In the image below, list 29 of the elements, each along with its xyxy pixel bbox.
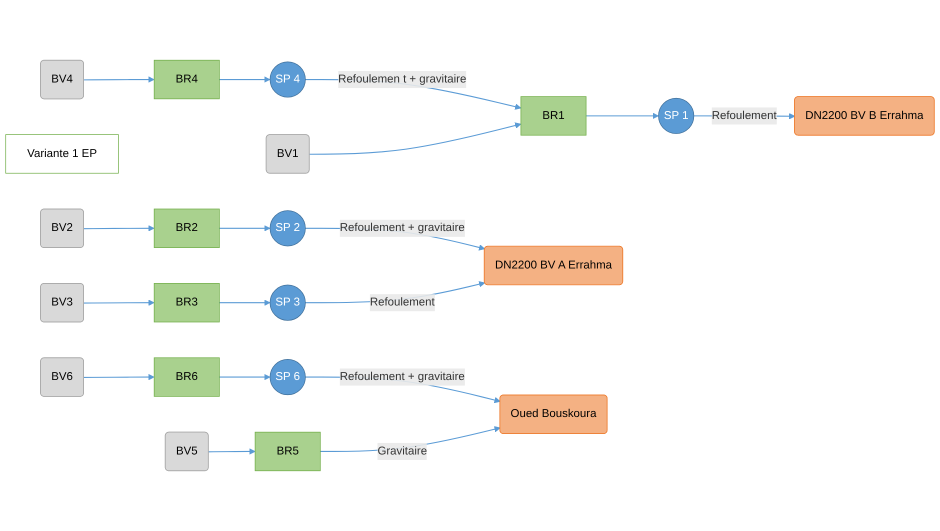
node-box: BR6 [154,357,220,397]
arrow [219,300,270,306]
node-box: BR4 [154,60,220,100]
node-box: BR2 [154,208,220,248]
edge-label: Refoulement + gravitaire [340,370,465,383]
node-circle: SP 4 [270,62,306,98]
arrow [219,76,270,83]
node-box: BR1 [520,96,586,136]
edge-label: Refoulemen t + gravitaire [338,73,466,86]
arrow [310,122,522,155]
arrow [586,112,659,120]
arrow [219,374,270,380]
node-circle: SP 3 [270,284,306,321]
node-box: Variante 1 EP [5,134,119,174]
node-circle: SP 6 [270,359,306,396]
edge-label: Refoulement [370,296,435,308]
edge-label: Gravitaire [377,445,428,458]
arrow [208,448,256,455]
arrow [84,300,154,306]
node-box: BR5 [254,432,321,472]
node-circle: SP 1 [658,98,694,134]
arrow [84,374,154,380]
arrow [84,225,154,232]
arrow [219,225,270,232]
edge-label: Refoulement [712,109,777,122]
node-circle: SP 2 [270,210,306,246]
node-box: BR3 [154,283,220,322]
edge-label: Refoulement + gravitaire [340,222,465,234]
arrow [84,76,154,83]
